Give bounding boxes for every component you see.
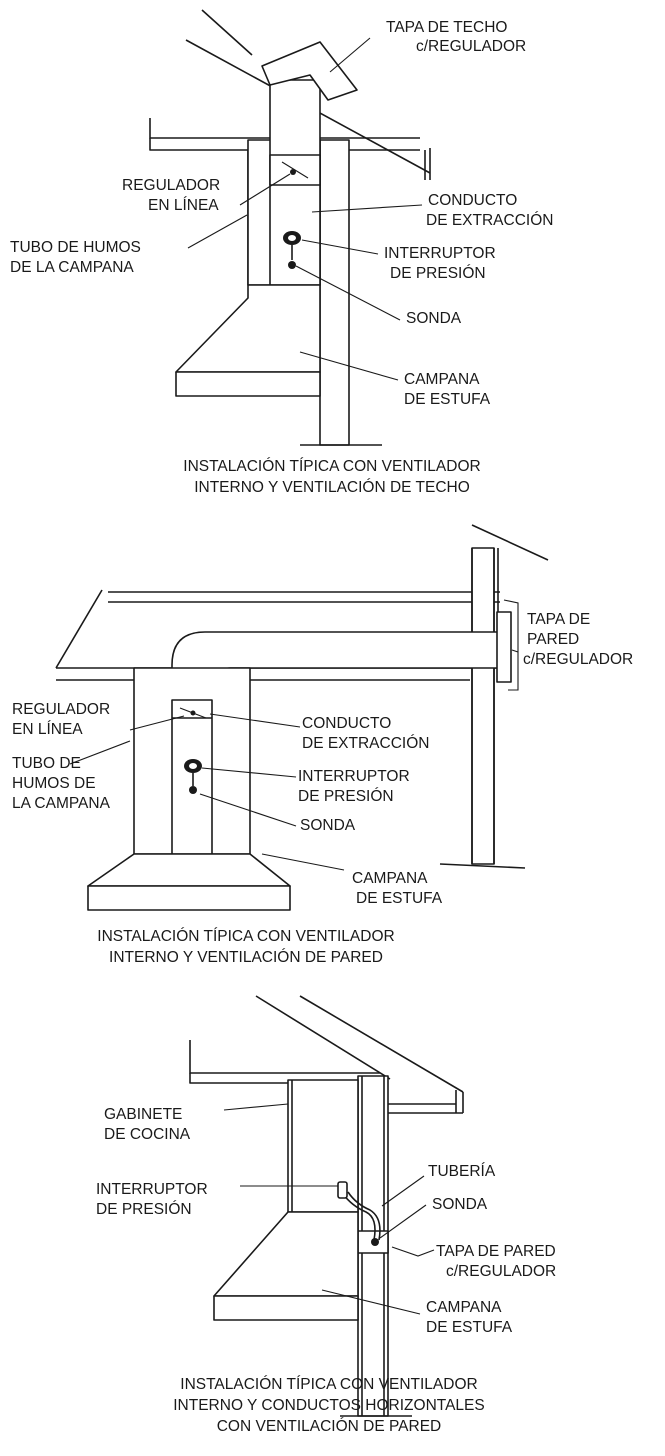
wall-cap <box>496 611 512 683</box>
caption-cabinet-line-2: INTERNO Y CONDUCTOS HORIZONTALES <box>173 1397 484 1414</box>
inline-damper-pivot <box>290 169 296 175</box>
caption-roof-vent-line-1: INSTALACIÓN TÍPICA CON VENTILADOR <box>183 458 480 475</box>
label-exhaust-duct-2: DE EXTRACCIÓN <box>302 735 429 752</box>
leader-lines <box>223 1103 435 1315</box>
label-range-hood: CAMPANA <box>352 870 428 887</box>
diagram-cabinet-horizontal: GABINETE DE COCINA TUBERÍA INTERRUPTOR D… <box>96 995 556 1435</box>
label-cabinet-2: DE COCINA <box>104 1126 191 1143</box>
hood-flue <box>247 79 321 286</box>
label-exhaust-duct: CONDUCTO <box>428 192 517 209</box>
label-wall-cap-2: PARED <box>527 631 579 648</box>
label-hood-flue-3: LA CAMPANA <box>12 795 111 812</box>
label-wall-cap-3: c/REGULADOR <box>523 651 633 668</box>
range-hood <box>175 284 321 397</box>
pressure-switch <box>337 1181 348 1199</box>
inline-damper-pivot <box>190 710 196 716</box>
label-range-hood-2: DE ESTUFA <box>404 391 491 408</box>
caption-wall-vent-line-2: INTERNO Y VENTILACIÓN DE PARED <box>109 949 383 966</box>
label-pressure-switch: INTERRUPTOR <box>298 768 410 785</box>
label-pressure-switch-2: DE PRESIÓN <box>390 265 486 282</box>
caption-cabinet-line-1: INSTALACIÓN TÍPICA CON VENTILADOR <box>180 1376 477 1393</box>
label-exhaust-duct: CONDUCTO <box>302 715 391 732</box>
label-range-hood: CAMPANA <box>404 371 480 388</box>
probe-icon <box>371 1238 379 1246</box>
label-roof-cap: TAPA DE TECHO <box>386 19 507 36</box>
pressure-tubing <box>342 1191 381 1241</box>
pressure-switch <box>184 759 202 794</box>
diagram-wall-vent: TAPA DE PARED c/REGULADOR REGULADOR EN L… <box>12 524 633 966</box>
label-hood-flue: TUBO DE HUMOS <box>10 239 141 256</box>
range-hood <box>213 1211 359 1321</box>
label-exhaust-duct-2: DE EXTRACCIÓN <box>426 212 553 229</box>
probe-icon <box>189 786 197 794</box>
roof-cap <box>261 41 358 101</box>
label-inline-damper-2: EN LÍNEA <box>148 197 219 214</box>
probe-icon <box>288 261 296 269</box>
label-tubing: TUBERÍA <box>428 1163 496 1180</box>
label-probe: SONDA <box>300 817 356 834</box>
label-hood-flue-2: DE LA CAMPANA <box>10 259 134 276</box>
label-probe: SONDA <box>406 310 462 327</box>
label-inline-damper-2: EN LÍNEA <box>12 721 83 738</box>
range-hood <box>87 853 291 911</box>
label-range-hood-2: DE ESTUFA <box>426 1319 513 1336</box>
label-pressure-switch-2: DE PRESIÓN <box>298 788 394 805</box>
label-inline-damper: REGULADOR <box>122 177 220 194</box>
label-roof-cap-damper: c/REGULADOR <box>416 38 526 55</box>
label-pressure-switch-2: DE PRESIÓN <box>96 1201 192 1218</box>
label-cabinet: GABINETE <box>104 1106 182 1123</box>
diagram-roof-vent: TAPA DE TECHO c/REGULADOR REGULADOR EN L… <box>10 9 553 496</box>
label-range-hood-2: DE ESTUFA <box>356 890 443 907</box>
label-hood-flue-2: HUMOS DE <box>12 775 96 792</box>
label-probe: SONDA <box>432 1196 488 1213</box>
label-pressure-switch: INTERRUPTOR <box>96 1181 208 1198</box>
label-hood-flue: TUBO DE <box>12 755 81 772</box>
label-range-hood: CAMPANA <box>426 1299 502 1316</box>
caption-cabinet-line-3: CON VENTILACIÓN DE PARED <box>217 1418 442 1435</box>
label-inline-damper: REGULADOR <box>12 701 110 718</box>
pressure-switch <box>283 231 301 269</box>
label-wall-cap: TAPA DE PARED <box>436 1243 556 1260</box>
caption-wall-vent-line-1: INSTALACIÓN TÍPICA CON VENTILADOR <box>97 928 394 945</box>
label-pressure-switch: INTERRUPTOR <box>384 245 496 262</box>
leader-lines <box>69 599 519 871</box>
leader-lines <box>187 37 423 381</box>
label-wall-cap: TAPA DE <box>527 611 590 628</box>
wall-studs <box>439 524 549 869</box>
label-wall-cap-2: c/REGULADOR <box>446 1263 556 1280</box>
caption-roof-vent-line-2: INTERNO Y VENTILACIÓN DE TECHO <box>194 479 470 496</box>
